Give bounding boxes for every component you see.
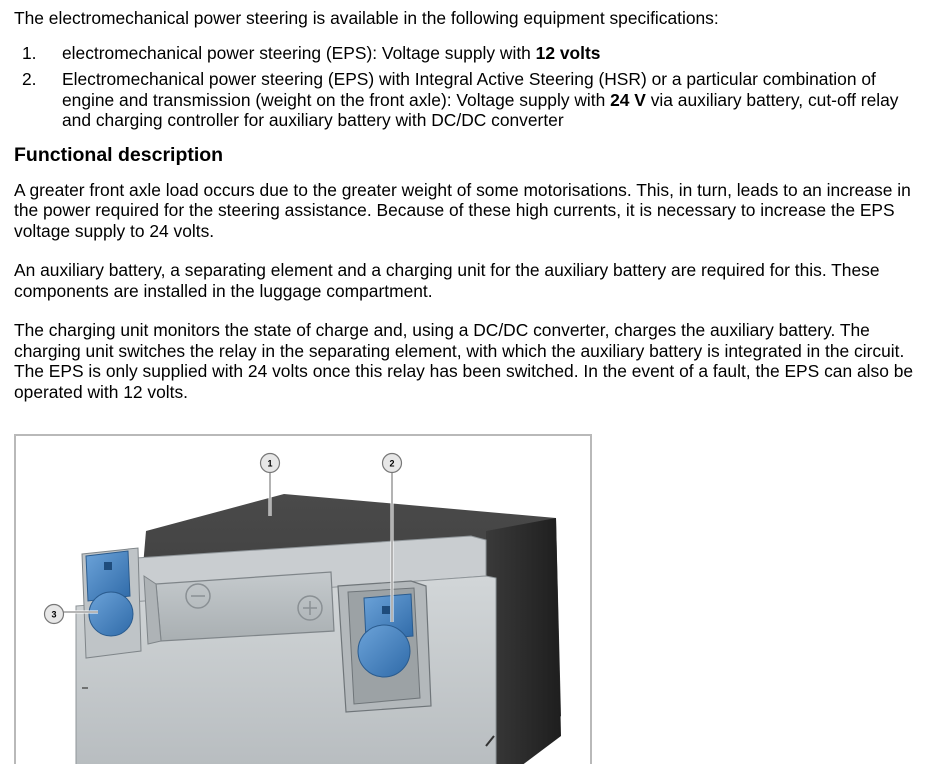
- spec-item-voltage: 12 volts: [535, 42, 601, 63]
- spec-item-text-post: via auxiliary battery, cut-off relay and…: [62, 89, 899, 131]
- plus-symbol-icon: [297, 595, 323, 621]
- spec-list: 1. electromechanical power steering (EPS…: [14, 43, 914, 131]
- paragraph-2: An auxiliary battery, a separating eleme…: [14, 260, 880, 301]
- spec-item-text-pre: Electromechanical power steering (EPS) w…: [62, 69, 876, 110]
- spec-item-1: 1. electromechanical power steering (EPS…: [14, 43, 914, 64]
- callout-3: 3: [43, 603, 65, 625]
- spec-item-text-pre: electromechanical power steering (EPS): …: [62, 42, 536, 63]
- intro-text: The electromechanical power steering is …: [14, 8, 719, 28]
- spec-item-2: 2. Electromechanical power steering (EPS…: [14, 69, 914, 131]
- callout-2-label: 2: [389, 459, 394, 469]
- paragraph-3: The charging unit monitors the state of …: [14, 320, 914, 402]
- battery-illustration: 1 2 3: [43, 452, 561, 764]
- spec-item-text: Electromechanical power steering (EPS) w…: [62, 69, 914, 131]
- callout-3-label: 3: [51, 610, 56, 620]
- paragraph-1: A greater front axle load occurs due to …: [14, 179, 911, 241]
- battery-figure: 1 2 3: [14, 434, 592, 764]
- callout-1: 1: [259, 452, 281, 474]
- battery-label-recess: [155, 571, 335, 642]
- spec-item-voltage: 24 V: [610, 89, 646, 110]
- section-heading: Functional description: [14, 143, 224, 166]
- callout-2: 2: [381, 452, 403, 474]
- negative-terminal-icon: [85, 550, 131, 602]
- spec-item-text: electromechanical power steering (EPS): …: [62, 43, 914, 64]
- minus-symbol-icon: [185, 583, 211, 609]
- spec-item-number: 2.: [22, 69, 37, 89]
- battery-side: [486, 518, 561, 764]
- callout-1-label: 1: [267, 459, 272, 469]
- document-body: The electromechanical power steering is …: [14, 8, 914, 421]
- spec-item-number: 1.: [22, 42, 37, 63]
